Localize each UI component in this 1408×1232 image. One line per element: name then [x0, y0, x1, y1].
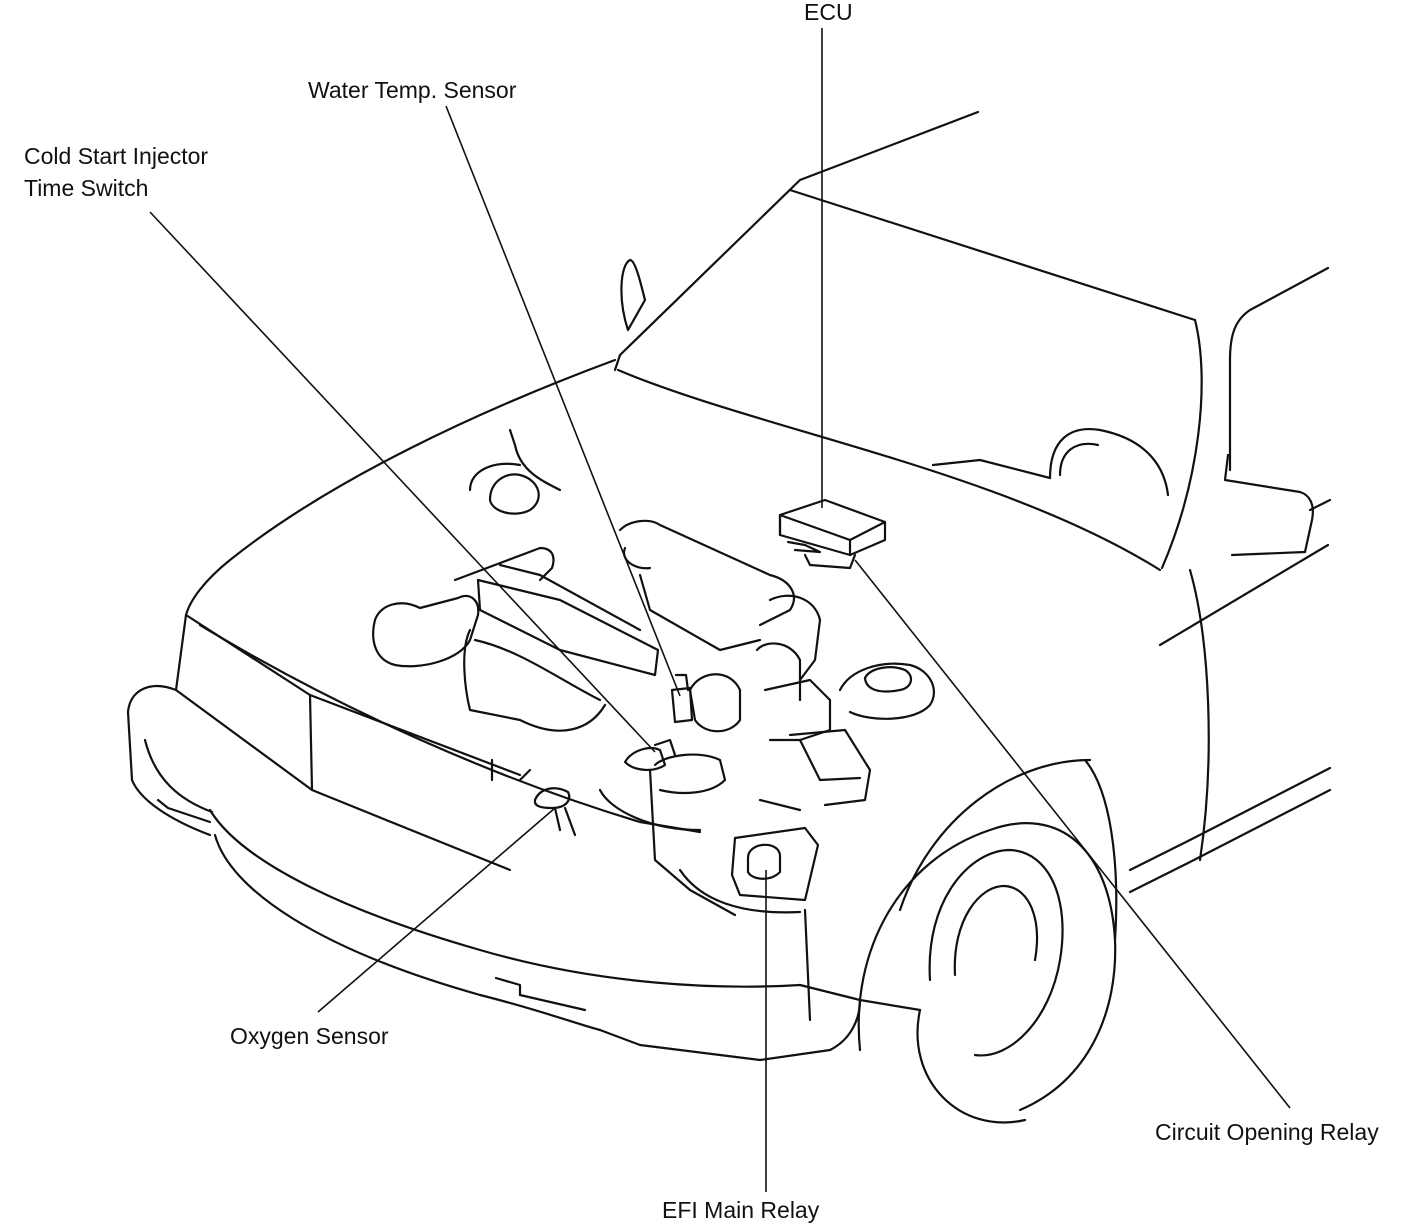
leader-oxygen-sensor: [317, 807, 556, 1013]
ecu-label: ECU: [804, 0, 853, 25]
engine: [372, 519, 936, 917]
ecu-module: [778, 498, 887, 570]
leader-circuit-opening-relay: [854, 559, 1291, 1109]
front-wheel: [857, 758, 1118, 1124]
oxygen-sensor-label: Oxygen Sensor: [230, 1023, 389, 1049]
circuit-opening-relay-label: Circuit Opening Relay: [1155, 1119, 1379, 1145]
windshield: [613, 110, 1203, 572]
hood: [184, 258, 647, 617]
leader-cold-start-switch: [149, 211, 656, 753]
efi-main-relay-label: EFI Main Relay: [662, 1197, 820, 1223]
cold-start-injector-label: Cold Start Injector: [24, 143, 209, 169]
time-switch-label: Time Switch: [24, 175, 149, 201]
cold-start-switch-part: [623, 738, 677, 771]
door-and-mirror: [1048, 266, 1332, 894]
leader-water-temp-sensor: [445, 105, 681, 697]
efi-main-relay-part: [730, 826, 820, 902]
leader-lines: [149, 28, 1291, 1192]
water-temp-sensor-label: Water Temp. Sensor: [308, 77, 517, 103]
water-temp-sensor-part: [670, 673, 694, 724]
oxygen-sensor-part: [533, 787, 577, 837]
